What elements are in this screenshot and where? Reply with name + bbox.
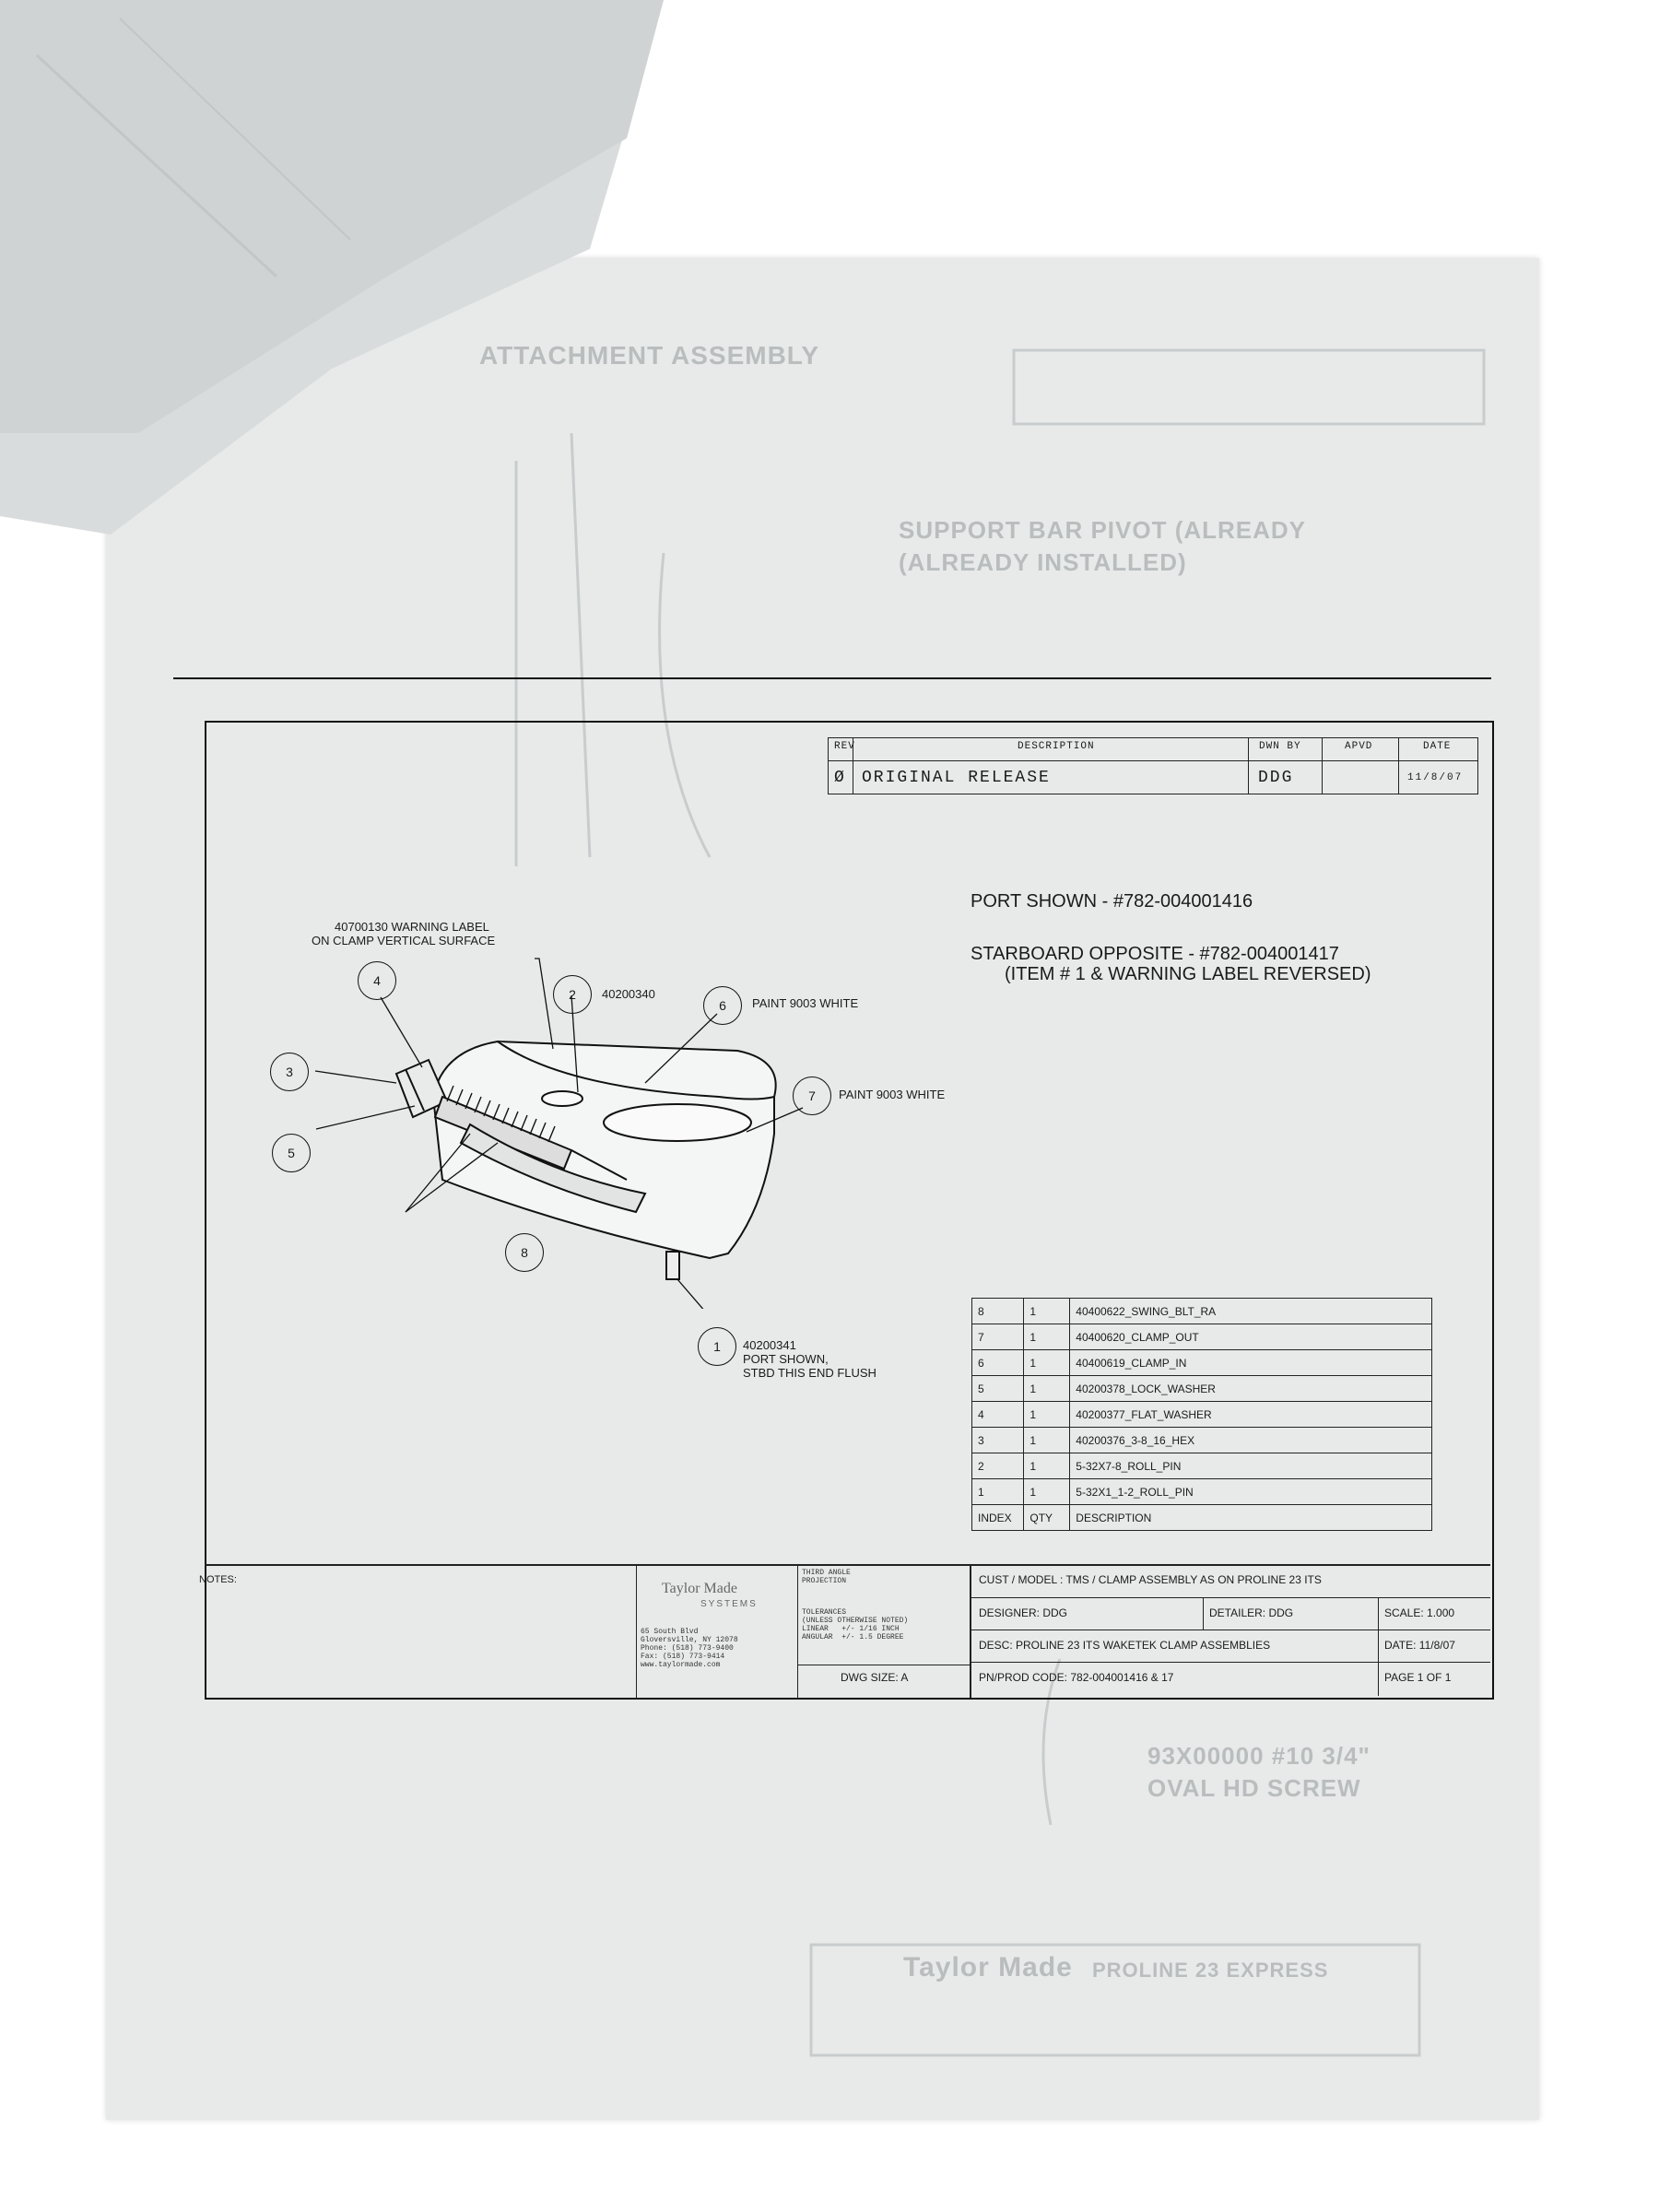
starboard-note: STARBOARD OPPOSITE - #782-004001417 [971,944,1339,964]
notes-label: NOTES: [199,1574,237,1585]
callout-bubble-5: 5 [272,1134,311,1172]
date: DATE: 11/8/07 [1384,1639,1455,1652]
callout-bubble-2: 2 [553,975,592,1014]
bom-header-qty: QTY [1023,1504,1071,1531]
description-header: DESCRIPTION [1018,741,1095,752]
rev-value: Ø [834,769,846,787]
item7-paint-note: PAINT 9003 WHITE [839,1088,946,1101]
bom-description-cell: 5-32X7-8_ROLL_PIN [1069,1453,1432,1479]
item-reversed-note: (ITEM # 1 & WARNING LABEL REVERSED) [1005,964,1371,984]
bom-index-cell: 1 [971,1478,1025,1505]
company-sub: SYSTEMS [700,1599,758,1609]
bom-index-cell: 5 [971,1375,1025,1402]
callout-bubble-7: 7 [793,1077,831,1115]
designer: DESIGNER: DDG [979,1606,1068,1619]
projection-note: THIRD ANGLE PROJECTION [802,1569,851,1585]
part-number: PN/PROD CODE: 782-004001416 & 17 [979,1671,1174,1684]
detailer: DETAILER: DDG [1209,1606,1294,1619]
bom-qty-cell: 1 [1023,1349,1071,1376]
description: DESC: PROLINE 23 ITS WAKETEK CLAMP ASSEM… [979,1639,1271,1652]
apvd-header: APVD [1345,741,1373,752]
callout-bubble-1: 1 [698,1327,736,1366]
bom-index-cell: 6 [971,1349,1025,1376]
callout-bubble-6: 6 [703,986,742,1025]
bom-description-cell: 40400620_CLAMP_OUT [1069,1324,1432,1350]
bleed-support-note-2: (ALREADY INSTALLED) [899,548,1187,576]
callout-bubble-3: 3 [270,1053,309,1091]
callout-bubble-8: 8 [505,1233,544,1272]
page-number: PAGE 1 OF 1 [1384,1671,1452,1684]
bom-index-cell: 3 [971,1427,1025,1453]
tolerances-note: TOLERANCES (UNLESS OTHERWISE NOTED) LINE… [802,1608,909,1641]
bleed-support-note-1: SUPPORT BAR PIVOT (ALREADY [899,516,1307,544]
item6-paint-note: PAINT 9003 WHITE [752,996,859,1010]
bleed-bottom-title: PROLINE 23 EXPRESS [1092,1959,1329,1982]
folded-page [0,0,664,535]
warning-label-text-1: 40700130 WARNING LABEL [335,920,489,934]
description-value: ORIGINAL RELEASE [862,769,1051,787]
revision-block: REV DESCRIPTION DWN BY APVD DATE Ø ORIGI… [828,737,1478,794]
bom-description-cell: 40400619_CLAMP_IN [1069,1349,1432,1376]
bom-index-cell: 7 [971,1324,1025,1350]
company-name: Taylor Made [662,1581,737,1596]
bom-description-cell: 40200377_FLAT_WASHER [1069,1401,1432,1428]
item1-port-note: PORT SHOWN, [743,1352,829,1366]
item1-part-number: 40200341 [743,1338,796,1352]
dwn-by-header: DWN BY [1259,741,1301,752]
bom-header-description: DESCRIPTION [1069,1504,1432,1531]
warning-label-text-2: ON CLAMP VERTICAL SURFACE [312,934,496,947]
bom-qty-cell: 1 [1023,1324,1071,1350]
bleed-screw-note-1: 93X00000 #10 3/4" [1147,1742,1371,1770]
bom-qty-cell: 1 [1023,1453,1071,1479]
bom-index-cell: 4 [971,1401,1025,1428]
date-value: 11/8/07 [1407,772,1464,783]
bom-description-cell: 40200378_LOCK_WASHER [1069,1375,1432,1402]
paper-sheet [106,258,1539,2120]
scale: SCALE: 1.000 [1384,1606,1455,1619]
bom-qty-cell: 1 [1023,1401,1071,1428]
callout-bubble-4: 4 [358,961,396,1000]
bom-header-index: INDEX [971,1504,1025,1531]
bom-index-cell: 8 [971,1298,1025,1324]
bom-qty-cell: 1 [1023,1478,1071,1505]
bom-description-cell: 40200376_3-8_16_HEX [1069,1427,1432,1453]
bom-description-cell: 5-32X1_1-2_ROLL_PIN [1069,1478,1432,1505]
bleed-company: Taylor Made [903,1952,1073,1983]
bleed-screw-note-2: OVAL HD SCREW [1147,1774,1361,1802]
bom-qty-cell: 1 [1023,1427,1071,1453]
item2-part-number: 40200340 [602,987,655,1001]
bom-qty-cell: 1 [1023,1375,1071,1402]
bom-index-cell: 2 [971,1453,1025,1479]
date-header: DATE [1423,741,1452,752]
cust-model: CUST / MODEL : TMS / CLAMP ASSEMBLY AS O… [979,1573,1322,1586]
rev-header: REV [834,741,855,752]
company-address: 65 South Blvd Gloversville, NY 12078 Pho… [641,1628,738,1669]
bleed-title: ATTACHMENT ASSEMBLY [479,341,819,370]
bom-description-cell: 40400622_SWING_BLT_RA [1069,1298,1432,1324]
dwn-by-value: DDG [1258,769,1294,787]
drawing-border [205,721,1494,1700]
clamp-illustration [314,958,804,1309]
bom-qty-cell: 1 [1023,1298,1071,1324]
dwg-size: DWG SIZE: A [841,1671,909,1684]
frame-top-line [173,677,1491,679]
port-shown-note: PORT SHOWN - #782-004001416 [971,891,1253,912]
item1-stbd-note: STBD THIS END FLUSH [743,1366,877,1380]
